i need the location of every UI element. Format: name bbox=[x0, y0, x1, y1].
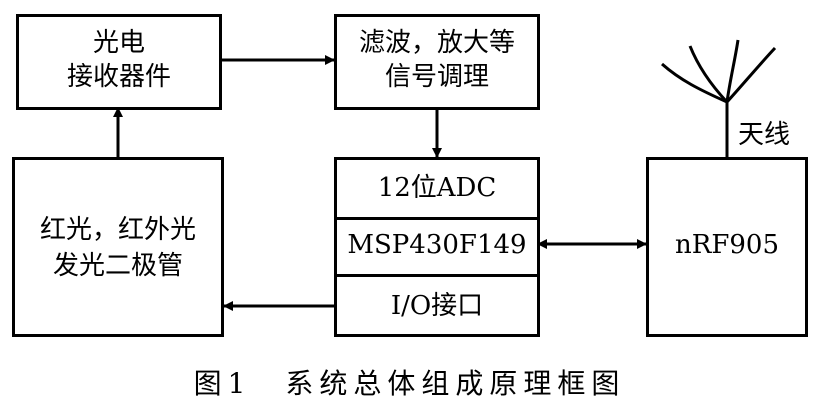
io-interface-label: I/O接口 bbox=[390, 291, 484, 321]
filter-amplifier-block bbox=[334, 14, 540, 110]
photo-receiver-block bbox=[16, 14, 222, 110]
filter-amplifier-label-line1: 滤波，放大等 bbox=[358, 28, 515, 58]
photo-receiver-label-line2: 接收器件 bbox=[66, 62, 171, 92]
antenna-icon bbox=[661, 39, 777, 157]
mcu-divider-bottom bbox=[334, 274, 540, 277]
rf-transceiver-block bbox=[646, 157, 808, 337]
led-emitter-label-line1: 红光，红外光 bbox=[39, 215, 196, 245]
mcu-label: MSP430F149 bbox=[347, 230, 527, 260]
led-emitter-label-line2: 发光二极管 bbox=[52, 251, 183, 281]
mcu-block bbox=[334, 157, 540, 337]
photo-receiver-label-line1: 光电 bbox=[92, 28, 145, 58]
led-emitter-block bbox=[12, 157, 224, 337]
rf-label: nRF905 bbox=[675, 230, 779, 260]
filter-amplifier-label-line2: 信号调理 bbox=[384, 62, 489, 92]
antenna-label: 天线 bbox=[738, 120, 791, 150]
adc-label: 12位ADC bbox=[377, 173, 497, 203]
mcu-divider-top bbox=[334, 217, 540, 220]
figure-caption: 图1 系统总体组成原理框图 bbox=[193, 367, 626, 400]
